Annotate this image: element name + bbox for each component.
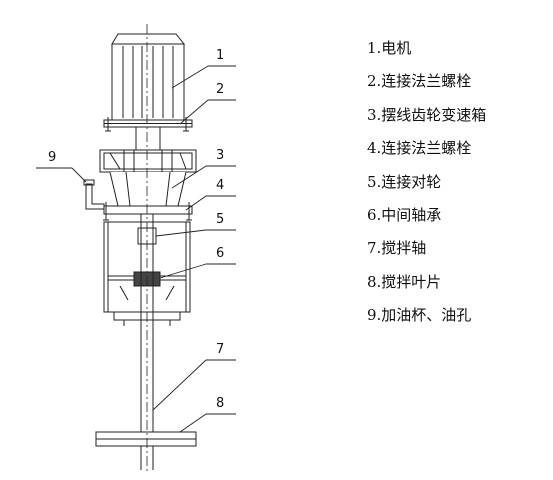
legend-item-6: 6.中间轴承 [367, 205, 442, 224]
callout-3: 3 [216, 148, 225, 163]
callout-9: 9 [48, 150, 57, 165]
flange-bolts-lower [103, 202, 192, 221]
legend-item-9: 9.加油杯、油孔 [367, 306, 472, 325]
callout-4: 4 [216, 178, 225, 193]
legend-item-5: 5.连接对轮 [367, 172, 442, 191]
parts-legend: 1.电机 2.连接法兰螺栓 3.摆线齿轮变速箱 4.连接法兰螺栓 5.连接对轮 … [367, 38, 486, 339]
callout-2: 2 [216, 82, 225, 97]
callout-1: 1 [216, 48, 225, 63]
motor-body [103, 33, 193, 128]
callout-7: 7 [216, 342, 225, 357]
callout-8: 8 [216, 396, 225, 411]
cycloid-gearbox [99, 149, 197, 215]
callout-6: 6 [216, 246, 225, 261]
leader-lines [36, 65, 236, 433]
callout-5: 5 [216, 212, 225, 227]
legend-item-4: 4.连接法兰螺栓 [367, 139, 472, 158]
legend-item-8: 8.搅拌叶片 [367, 272, 442, 291]
impeller-blade [95, 431, 197, 447]
legend-item-2: 2.连接法兰螺栓 [367, 72, 472, 91]
stirring-shaft [140, 214, 154, 470]
oil-cup [83, 179, 105, 210]
legend-item-7: 7.搅拌轴 [367, 239, 427, 258]
legend-item-3: 3.摆线齿轮变速箱 [367, 105, 487, 124]
legend-item-1: 1.电机 [367, 39, 412, 57]
